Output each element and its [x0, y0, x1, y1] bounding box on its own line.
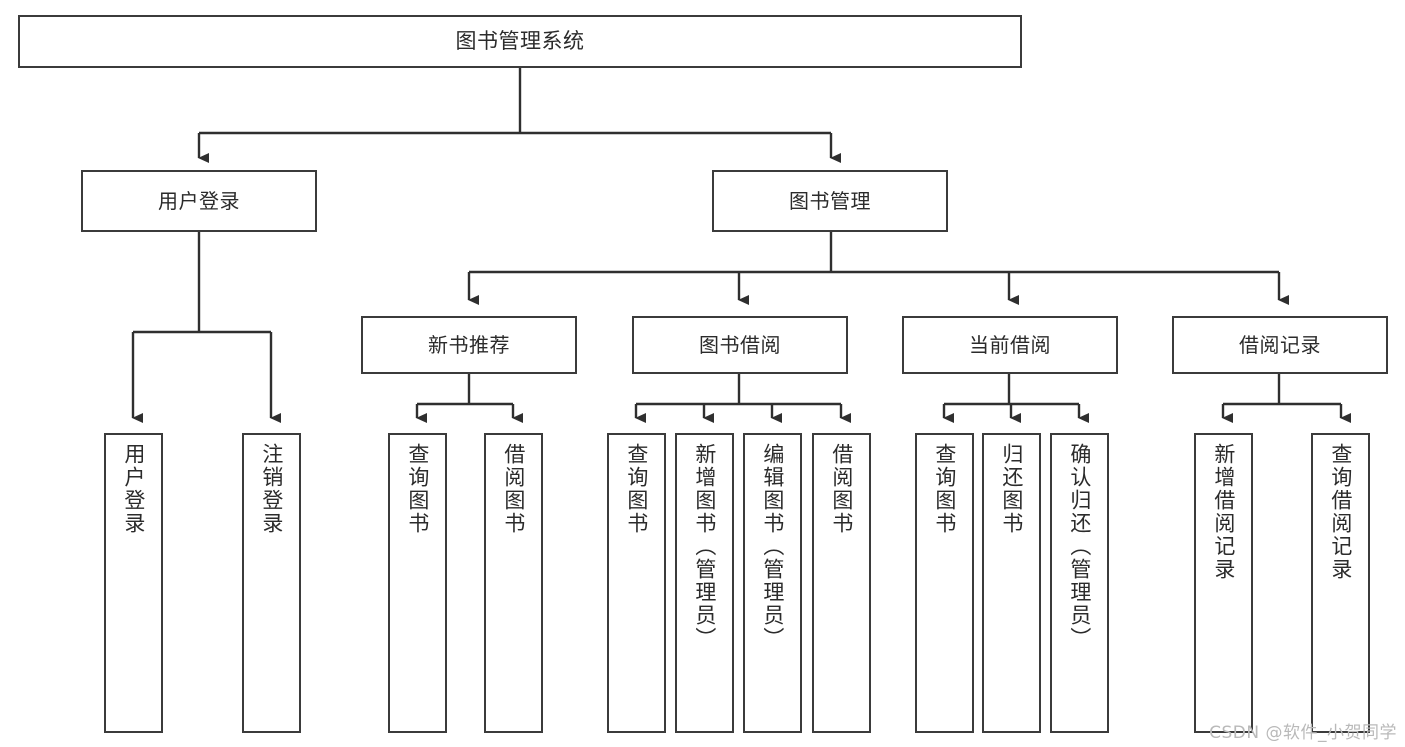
node-root-book-management-system[interactable]: 图书管理系统: [18, 15, 1022, 68]
node-label: 新增图书（管理员）: [692, 443, 717, 650]
leaf-return-book[interactable]: 归还图书: [982, 433, 1041, 733]
node-label: 查询图书: [624, 443, 649, 535]
leaf-user-login[interactable]: 用户登录: [104, 433, 163, 733]
node-label: 注销登录: [259, 443, 284, 535]
node-label: 查询图书: [932, 443, 957, 535]
node-current-borrow[interactable]: 当前借阅: [902, 316, 1118, 374]
node-borrow-record[interactable]: 借阅记录: [1172, 316, 1388, 374]
leaf-query-book-new-recommend[interactable]: 查询图书: [388, 433, 447, 733]
leaf-user-logout[interactable]: 注销登录: [242, 433, 301, 733]
node-label: 图书管理系统: [455, 28, 585, 53]
node-label: 新书推荐: [428, 333, 510, 357]
node-label: 查询图书: [405, 443, 430, 535]
node-label: 借阅图书: [829, 443, 854, 535]
node-label: 归还图书: [999, 443, 1024, 535]
node-label: 查询借阅记录: [1328, 443, 1353, 581]
leaf-query-book-borrow[interactable]: 查询图书: [607, 433, 666, 733]
leaf-edit-book[interactable]: 编辑图书（管理员）: [743, 433, 802, 733]
node-label: 用户登录: [158, 189, 240, 213]
leaf-add-book[interactable]: 新增图书（管理员）: [675, 433, 734, 733]
node-new-book-recommend[interactable]: 新书推荐: [361, 316, 577, 374]
leaf-confirm-return[interactable]: 确认归还（管理员）: [1050, 433, 1109, 733]
node-label: 新增借阅记录: [1211, 443, 1236, 581]
node-label: 编辑图书（管理员）: [760, 443, 785, 650]
node-label: 当前借阅: [969, 333, 1051, 357]
node-label: 确认归还（管理员）: [1067, 443, 1092, 650]
node-user-login[interactable]: 用户登录: [81, 170, 317, 232]
node-book-borrow[interactable]: 图书借阅: [632, 316, 848, 374]
leaf-query-borrow-record[interactable]: 查询借阅记录: [1311, 433, 1370, 733]
node-book-management[interactable]: 图书管理: [712, 170, 948, 232]
watermark: CSDN @软件_小贺同学: [1209, 723, 1397, 743]
leaf-add-borrow-record[interactable]: 新增借阅记录: [1194, 433, 1253, 733]
leaf-borrow-book-new-recommend[interactable]: 借阅图书: [484, 433, 543, 733]
node-label: 图书借阅: [699, 333, 781, 357]
leaf-borrow-book[interactable]: 借阅图书: [812, 433, 871, 733]
leaf-query-book-current[interactable]: 查询图书: [915, 433, 974, 733]
node-label: 借阅记录: [1239, 333, 1321, 357]
node-label: 图书管理: [789, 189, 871, 213]
node-label: 借阅图书: [501, 443, 526, 535]
node-label: 用户登录: [121, 443, 146, 535]
